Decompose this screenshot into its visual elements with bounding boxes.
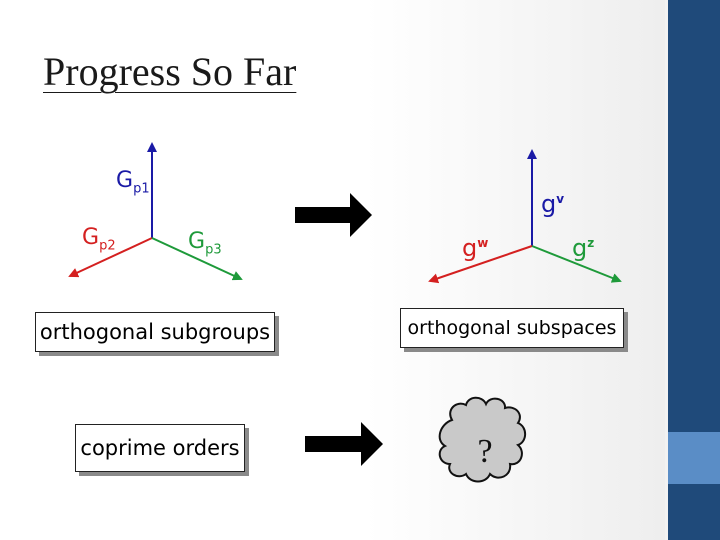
- label-gz: gz: [572, 234, 595, 262]
- label-gp3: Gp3: [188, 229, 222, 258]
- slide-title: Progress So Far: [43, 49, 297, 94]
- sidebar-gap: [665, 0, 668, 540]
- cloud-question-mark: ?: [477, 433, 493, 470]
- block-arrow-top: [295, 193, 372, 237]
- box-orthogonal-subspaces: orthogonal subspaces: [400, 308, 624, 348]
- box-orthogonal-subgroups: orthogonal subgroups: [35, 312, 275, 352]
- label-gw: gw: [462, 234, 489, 262]
- sidebar-accent-light: [668, 432, 720, 484]
- right-axes: [428, 149, 622, 284]
- left-axis-left: [68, 237, 153, 278]
- label-gp1: Gp1: [116, 168, 150, 197]
- cloud-shape: [438, 396, 527, 483]
- left-axes: [68, 142, 243, 281]
- label-gv: gv: [541, 190, 565, 218]
- right-axis-left: [428, 245, 533, 284]
- box-coprime-orders: coprime orders: [75, 424, 245, 472]
- right-axis-right: [531, 245, 622, 283]
- label-gp2: Gp2: [82, 225, 116, 254]
- left-axis-right: [151, 237, 243, 281]
- block-arrow-bottom: [305, 422, 383, 466]
